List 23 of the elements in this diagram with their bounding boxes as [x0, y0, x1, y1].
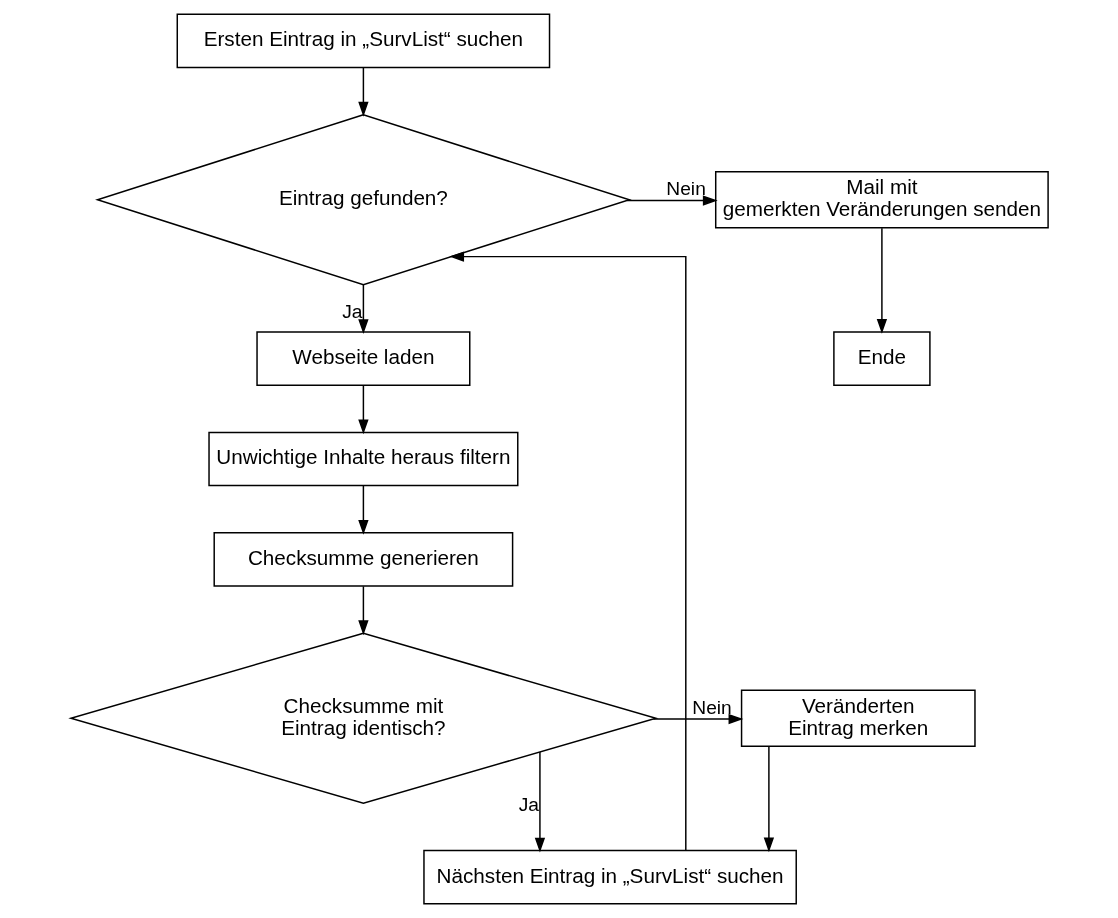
- node-box: Checksumme generieren: [212, 532, 513, 587]
- node-box: Nächsten Eintrag in „SurvList“ suchen: [422, 849, 797, 905]
- arrow: [357, 67, 369, 117]
- node-diamond: Eintrag gefunden?: [94, 114, 632, 286]
- node-box: Ersten Eintrag in „SurvList“ suchen: [176, 13, 550, 69]
- node-box: Unwichtige Inhalte heraus filtern: [207, 431, 518, 487]
- arrow: [448, 251, 687, 852]
- arrow: [876, 227, 887, 334]
- arrow: [357, 485, 369, 535]
- node-box: Ende: [832, 331, 931, 386]
- arrow: [763, 745, 774, 853]
- arrow: [357, 284, 369, 335]
- node-box: Webseite laden: [255, 331, 470, 386]
- arrow: [625, 195, 718, 206]
- arrow: [357, 585, 369, 636]
- arrow: [534, 751, 545, 853]
- edge-label: Nein: [665, 178, 706, 200]
- node-box: Veränderten Eintrag merken: [740, 689, 976, 748]
- edge-label: Nein: [691, 696, 732, 718]
- arrow: [652, 713, 743, 725]
- arrow: [357, 384, 369, 435]
- edge-label: Ja: [341, 300, 362, 322]
- node-box: Mail mit gemerkten Veränderungen senden: [714, 170, 1049, 229]
